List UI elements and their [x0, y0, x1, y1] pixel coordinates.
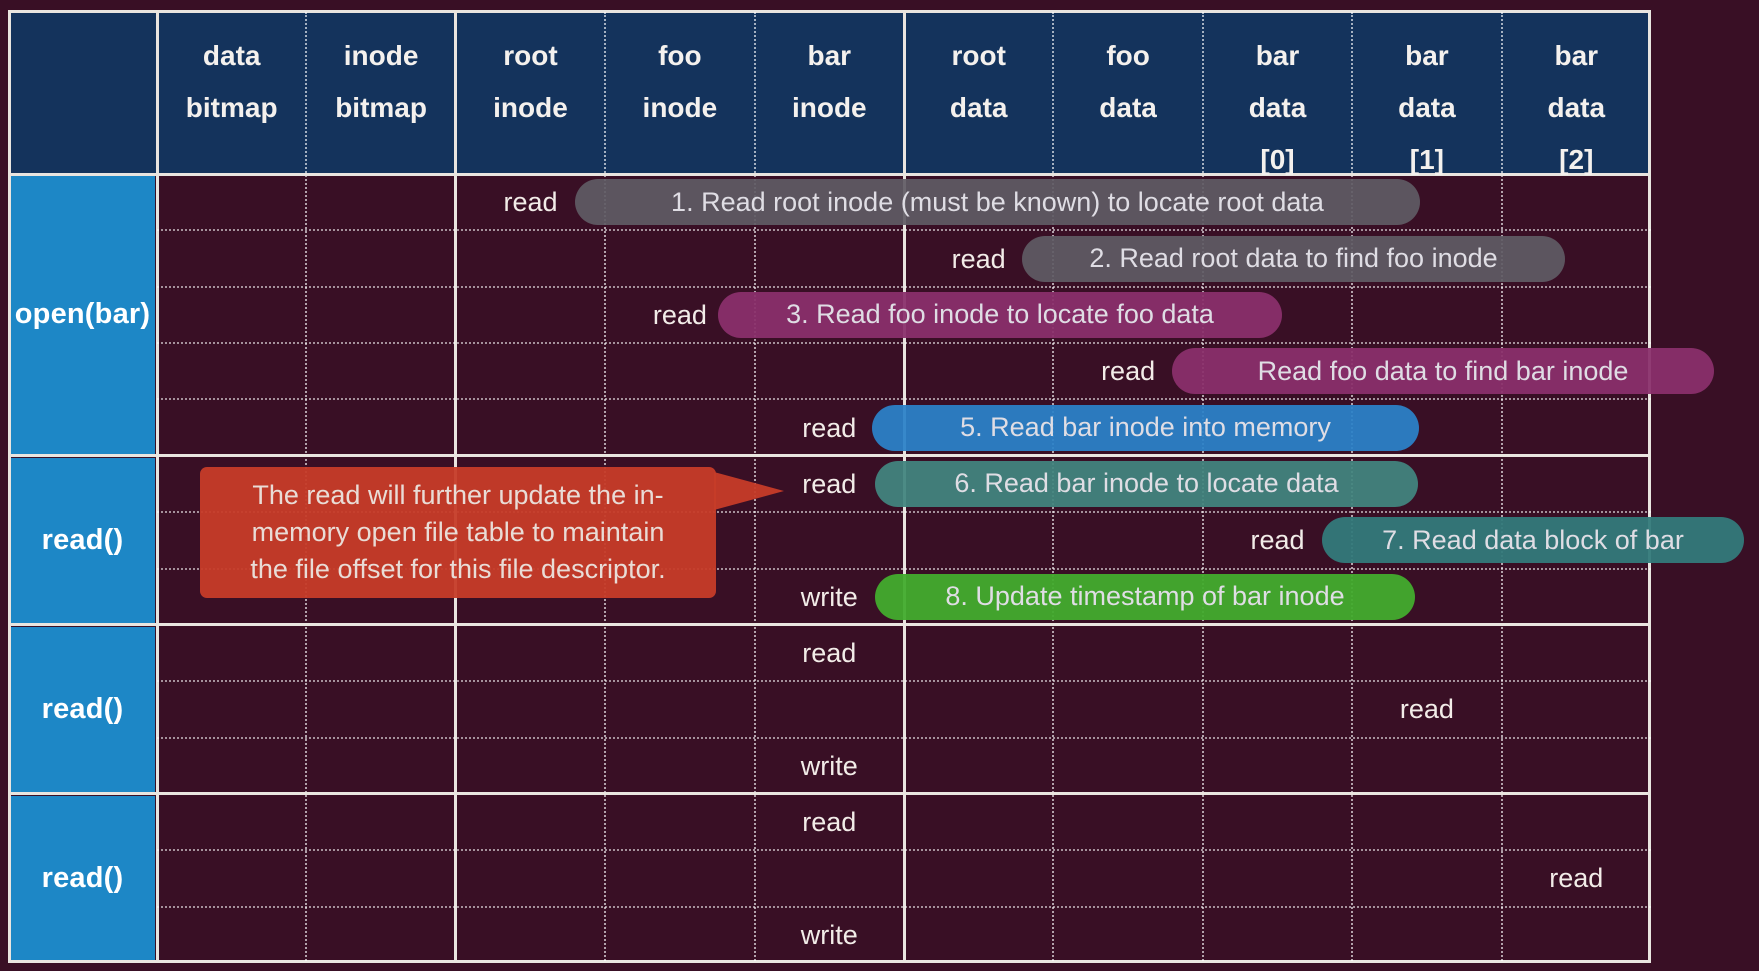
- column-header-line: bar: [1554, 40, 1599, 71]
- column-header-foo-data: foo data: [1053, 10, 1202, 174]
- op-label-read: read: [802, 807, 857, 838]
- grid-vline-dotted: [1500, 12, 1503, 961]
- note-line: memory open file table to maintain: [251, 517, 665, 547]
- column-header-line: data: [949, 92, 1008, 123]
- column-header-line: inode: [791, 92, 867, 123]
- op-label-read: read: [951, 243, 1006, 274]
- grid-hline-dotted: [157, 567, 1651, 570]
- row-group-label: read(): [41, 692, 124, 725]
- column-header-bar-data-0: bar data [0]: [1203, 10, 1352, 175]
- column-header-line: root: [503, 40, 558, 71]
- op-label-read: read: [802, 412, 857, 443]
- column-header-bar-inode: bar inode: [755, 10, 904, 174]
- column-header-line: [0]: [1260, 144, 1295, 175]
- op-label-read: read: [503, 187, 558, 218]
- callout-step: Read foo data to find bar inode: [1172, 348, 1714, 395]
- op-label-read: read: [802, 468, 857, 499]
- column-header-root-data: root data: [904, 10, 1053, 174]
- grid-hline-dotted: [157, 905, 1651, 908]
- note-line: The read will further update the in-: [252, 480, 664, 510]
- row-group-label-cell: read(): [10, 795, 155, 961]
- table-outer-border: [8, 10, 1651, 963]
- row-group-label-cell: read(): [10, 457, 155, 623]
- callout-step: 8. Update timestamp of bar inode: [875, 573, 1415, 620]
- column-header-foo-inode: foo inode: [605, 10, 754, 174]
- row-group-label: open(bar): [14, 298, 151, 331]
- column-header-inode-bitmap: inode bitmap: [306, 10, 455, 174]
- callout-step: 7. Read data block of bar: [1322, 517, 1744, 564]
- callout-step: 2. Read root data to find foo inode: [1022, 235, 1565, 282]
- note-line: the file offset for this file descriptor…: [250, 554, 666, 584]
- column-header-line: bitmap: [335, 92, 427, 123]
- column-header-data-bitmap: data bitmap: [157, 10, 306, 174]
- table-header-background: [10, 11, 1649, 173]
- column-header-line: foo: [658, 40, 702, 71]
- column-header-line: data: [1099, 92, 1157, 123]
- op-label-read: read: [1549, 863, 1604, 894]
- note-tail-arrow: [714, 472, 784, 510]
- column-header-line: data: [1248, 92, 1307, 123]
- column-header-line: [2]: [1559, 144, 1594, 175]
- callout-step: 5. Read bar inode into memory: [872, 404, 1419, 451]
- column-header-line: bar: [1255, 40, 1300, 71]
- grid-hline-dotted: [157, 511, 1651, 514]
- column-header-line: inode: [343, 40, 419, 71]
- grid-hline-section: [8, 792, 1651, 796]
- op-label-write: write: [800, 919, 858, 950]
- op-label-write: write: [800, 750, 858, 781]
- column-header-line: data: [1547, 92, 1606, 123]
- column-header-root-inode: root inode: [456, 10, 605, 174]
- row-group-label-cell: read(): [10, 626, 155, 792]
- grid-hline-section: [8, 454, 1651, 458]
- column-header-line: [1]: [1409, 144, 1444, 175]
- op-label-read: read: [1250, 525, 1305, 556]
- column-header-line: data: [202, 40, 261, 71]
- column-header-line: bar: [1405, 40, 1449, 71]
- column-header-line: data: [1398, 92, 1456, 123]
- grid-hline-header: [8, 172, 1651, 176]
- grid-hline-dotted: [157, 849, 1651, 852]
- op-label-read: read: [652, 299, 707, 330]
- column-header-line: inode: [493, 92, 568, 123]
- column-header-line: bar: [807, 40, 852, 71]
- callout-step: 1. Read root inode (must be known) to lo…: [575, 179, 1420, 226]
- op-label-read: read: [1399, 694, 1454, 725]
- grid-hline-dotted: [157, 680, 1651, 683]
- grid-hline-dotted: [157, 398, 1651, 401]
- callout-step: 3. Read foo inode to locate foo data: [718, 291, 1282, 338]
- grid-hline-dotted: [157, 342, 1651, 345]
- column-header-line: root: [951, 40, 1006, 71]
- grid-hline-dotted: [157, 229, 1651, 232]
- note-open-file-table: The read will further update the in-memo…: [200, 467, 716, 598]
- row-group-label: read(): [41, 523, 124, 556]
- grid-hline-section: [8, 623, 1651, 627]
- column-header-bar-data-2: bar data [2]: [1502, 10, 1651, 175]
- grid-hline-dotted: [157, 736, 1651, 739]
- column-header-line: bitmap: [185, 92, 278, 123]
- grid-vline-solid: [155, 10, 159, 963]
- column-header-line: inode: [642, 92, 718, 123]
- column-header-bar-data-1: bar data [1]: [1352, 10, 1501, 175]
- op-label-read: read: [1101, 356, 1156, 387]
- callout-step: 6. Read bar inode to locate data: [875, 460, 1418, 507]
- row-group-label-cell: open(bar): [10, 176, 155, 454]
- column-header-line: foo: [1106, 40, 1150, 71]
- row-group-label: read(): [41, 861, 124, 894]
- grid-hline-dotted: [157, 285, 1651, 288]
- op-label-read: read: [802, 638, 857, 669]
- op-label-write: write: [800, 581, 858, 612]
